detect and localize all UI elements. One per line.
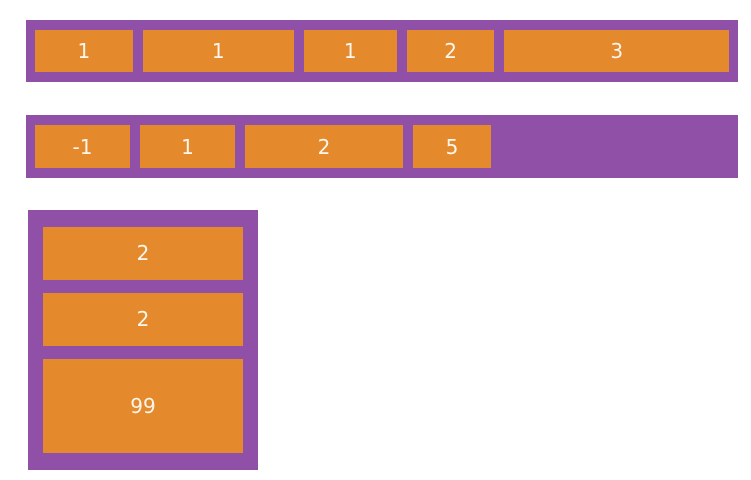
flex-item[interactable]: 1: [35, 30, 133, 72]
flex-column-container-3: 2 2 99: [28, 210, 258, 470]
flex-item[interactable]: 3: [504, 30, 729, 72]
flex-item[interactable]: 1: [140, 125, 235, 168]
flex-item[interactable]: 5: [413, 125, 491, 168]
flex-item[interactable]: 2: [43, 227, 243, 280]
flex-item[interactable]: 2: [406, 30, 495, 72]
flex-row-container-1: 1 1 1 2 3: [26, 20, 738, 82]
flex-item[interactable]: -1: [35, 125, 130, 168]
flex-item[interactable]: 99: [43, 358, 243, 454]
flex-item[interactable]: 2: [245, 125, 403, 168]
flex-item[interactable]: 1: [142, 30, 294, 72]
flex-item[interactable]: 2: [43, 292, 243, 346]
flex-item[interactable]: 1: [303, 30, 397, 72]
flex-row-container-2: -1 1 2 5: [26, 115, 738, 178]
